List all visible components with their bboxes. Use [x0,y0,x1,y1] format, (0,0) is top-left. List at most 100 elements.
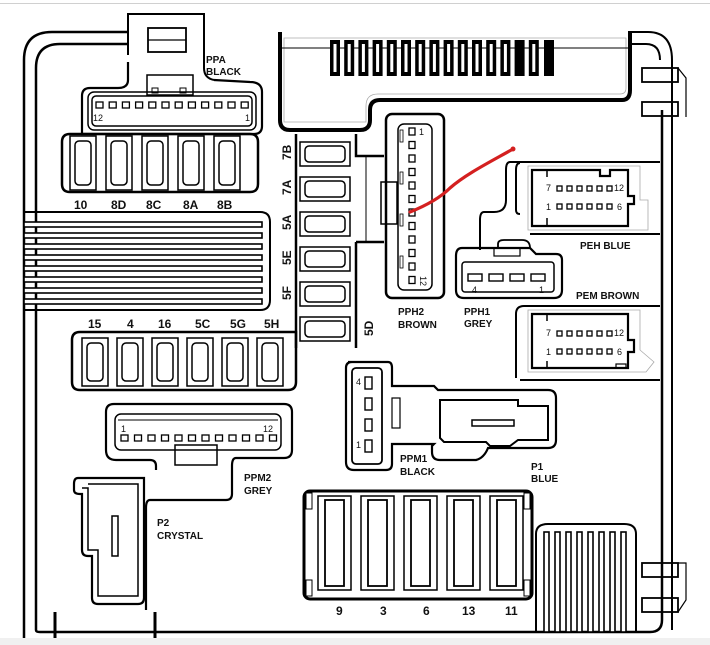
pph2-color-label: BROWN [398,320,437,331]
fuse-8a-label: 8A [183,198,199,212]
rib [609,531,616,633]
peh-name-label: PEH BLUE [580,241,631,252]
fuse-body [261,342,279,382]
ppm1-pin-1-label: 1 [356,440,361,450]
pin [408,181,416,190]
peh-pin-7-label: 7 [546,183,551,193]
fuse-7a-label: 7A [280,179,294,195]
fuse-5g-label: 5G [230,317,246,331]
fuse-body [218,140,236,186]
connector-p1[interactable]: P1 BLUE [439,399,559,485]
pph1-name-label: PPH1 [464,307,491,318]
pin [596,185,603,192]
relay-pin-slot [404,44,408,72]
fuse-6-label: 6 [423,604,430,618]
pin [408,248,416,258]
connector-pph1[interactable]: 4 1 PPH1 GREY [454,239,564,330]
fuse-5a-label: 5A [280,214,294,230]
pin [566,185,573,192]
pin [120,434,129,442]
fuse-body [324,499,345,587]
pin [596,203,603,210]
pin [576,330,583,337]
rib [23,298,263,305]
bottom-fuse-labels: 9 3 6 13 11 [336,604,518,618]
pin [556,185,563,192]
ppa-color-label: BLACK [206,67,242,78]
pph1-pin-4-label: 4 [472,285,477,295]
rib [620,531,627,633]
fuse-10-label: 10 [74,198,88,212]
relay-pin-slot [333,44,337,72]
fuse-column-vertical [294,134,384,348]
pin [240,101,249,109]
pph2-name-label: PPH2 [398,307,425,318]
pin [200,101,210,109]
fuse-slot [299,281,351,307]
pin [530,273,546,282]
bottom-strip [0,638,710,645]
rib [565,531,572,633]
pin [160,434,170,442]
fuse-7b-label: 7B [280,144,294,160]
pem-name-label: PEM BROWN [576,291,639,302]
ppm1-pin-4-label: 4 [356,377,361,387]
p1-name-label: P1 [531,462,544,473]
relay-pin-slot [447,44,451,72]
pin [133,434,143,442]
connector-ppm1[interactable]: 4 1 PPM1 BLACK [344,360,558,478]
fuse-body [226,342,244,382]
fuse-body [453,499,474,587]
pin [606,348,613,355]
red-annotation-end [510,146,516,152]
fuse-body [110,140,128,186]
pin [408,262,416,271]
relay-pin-slot [418,44,422,72]
pph2-pin-12-label: 12 [418,276,428,286]
connector-pph2[interactable]: 1 12 PPH2 BROWN [380,112,446,331]
fuse-3-label: 3 [380,604,387,618]
pin [95,101,104,109]
pin [255,434,264,442]
fuse-11-label: 11 [505,604,518,618]
fuse-8c-label: 8C [146,198,162,212]
pin [488,273,504,282]
peh-pin-6-label: 6 [617,202,622,212]
pin [227,101,236,109]
pin [467,273,483,282]
connector-peh[interactable]: 7 12 1 6 PEH BLUE [479,161,660,252]
middle-fuse-labels: 15 4 16 5C 5G 5H [88,317,279,331]
fuse-body [146,140,164,186]
connector-ppa[interactable]: 12 1 PPA BLACK [80,55,264,136]
fuse-slot [299,176,351,202]
fuse-body [304,215,346,233]
fuse-8d-label: 8D [111,198,127,212]
rib [576,531,583,633]
pem-pin-12-label: 12 [614,328,624,338]
pin [364,376,373,390]
connector-p2[interactable]: P2 CRYSTAL [72,476,203,606]
fuse-body [410,499,431,587]
fuse-slot [221,337,249,387]
rib [543,531,550,633]
rib [23,232,263,239]
relay-block [278,32,632,132]
pin [556,348,563,355]
peh-pin-1-label: 1 [546,202,551,212]
pin [596,330,603,337]
peh-pin-12-label: 12 [614,183,624,193]
pin [576,348,583,355]
pin [148,101,157,109]
connector-pem[interactable]: PEM BROWN 7 12 1 6 [515,291,660,381]
pin [606,203,613,210]
pin [228,434,237,442]
relay-pin-slot [432,44,436,72]
connector-ppm2[interactable]: 1 12 PPM2 GREY [104,402,294,610]
fuse-body [74,140,92,186]
rib [23,287,263,294]
relay-pin-slot [503,44,507,72]
relay-pin-slot [361,44,365,72]
fuse-body [496,499,517,587]
pin [214,101,223,109]
